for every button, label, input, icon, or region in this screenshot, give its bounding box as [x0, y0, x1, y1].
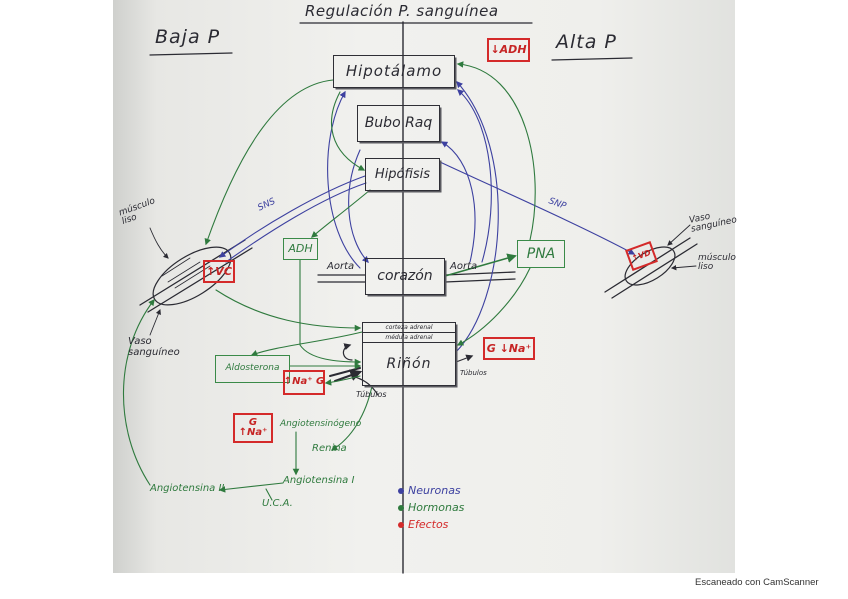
neural-pathway-bulbo-left — [348, 149, 369, 263]
hormonal-pathway-na-loop — [324, 375, 361, 386]
hormonal-pathway-eca — [265, 488, 273, 501]
vessel-right-muscle — [624, 246, 676, 286]
label-aorta-left: Aorta — [327, 261, 355, 272]
hormonal-pathway-pna-kidney — [456, 267, 531, 346]
neural-pathway-snp — [439, 161, 636, 255]
hormone-pna: PNA — [517, 240, 565, 268]
node-kidney-stack: corteza adrenal médula adrenal Riñón — [362, 322, 456, 386]
neural-pathway-sns-return — [225, 182, 367, 263]
hormonal-pathway-vessel-corteza — [215, 289, 362, 332]
effect-na-up-aldosterona: ↑Na⁺ G — [283, 370, 325, 395]
hormonal-pathway-hipof-adh — [310, 189, 371, 238]
node-hipofisis: Hipófisis — [365, 158, 440, 191]
vessel-right-wall — [604, 237, 698, 299]
node-hipotalamo: Hipotálamo — [333, 55, 455, 88]
aorta-right-wall — [444, 271, 516, 283]
hormonal-pathways — [122, 61, 536, 501]
legend-label: Neuronas — [408, 484, 461, 497]
hormone-adh: ADH — [283, 238, 318, 260]
legend-dot-icon — [398, 521, 404, 528]
legend-item-neuronas: Neuronas — [398, 482, 464, 499]
hormone-angiotensina-2: Angiotensina II — [150, 483, 225, 494]
legend-dot-icon — [398, 487, 404, 494]
aorta-left-wall — [317, 274, 366, 283]
tubulos-right-arrow — [455, 354, 474, 363]
label-line: sanguíneo — [128, 346, 180, 358]
hormone-aldosterona: Aldosterona — [215, 355, 290, 383]
hormone-angiotensina-1: Angiotensina I — [283, 475, 355, 486]
neural-pathway-kidney — [455, 81, 499, 353]
hormone-renina: Renina — [312, 443, 347, 454]
neural-pathway-aorta-right — [457, 89, 492, 263]
effect-vasoconstriction: ↑VC — [203, 260, 235, 283]
label-line: liso — [698, 262, 714, 273]
musculo-left-pointer — [149, 227, 169, 259]
vaso-right-pointer — [667, 224, 691, 246]
neural-pathway-sns — [218, 175, 366, 258]
hormonal-pathway-adh-kidney — [299, 259, 362, 366]
label-line: músculo — [698, 253, 736, 263]
kidney-loop — [342, 343, 353, 361]
scanner-watermark: Escaneado con CamScanner — [695, 577, 819, 588]
legend-item-hormonas: Hormonas — [398, 499, 464, 516]
hormonal-pathway-renina — [330, 385, 373, 451]
neural-pathway-aorta-left — [327, 90, 361, 269]
node-medula-adrenal: médula adrenal — [363, 333, 455, 343]
legend-dot-icon — [398, 504, 404, 511]
paper-sheet — [113, 0, 735, 573]
alta-underline — [551, 57, 633, 61]
legend-label: Efectos — [408, 518, 449, 531]
low-pressure-heading: Baja P — [155, 26, 221, 48]
effect-line: ↑Na⁺ — [238, 427, 268, 438]
diagram-title: Regulación P. sanguínea — [305, 2, 499, 20]
effect-na-down: G ↓Na⁺ — [483, 337, 535, 360]
baja-underline — [149, 52, 233, 56]
label-musculo-liso-right: músculo liso — [698, 253, 736, 273]
enzyme-eca: U.C.A. — [262, 498, 293, 509]
legend: Neuronas Hormonas Efectos — [398, 482, 464, 533]
node-corteza-adrenal: corteza adrenal — [363, 323, 455, 333]
node-corazon: corazón — [365, 258, 445, 295]
label-vaso-sanguineo-left: Vaso sanguíneo — [128, 336, 180, 358]
label-line: Vaso — [128, 336, 152, 347]
effect-na-up: G ↑Na⁺ — [233, 413, 273, 443]
vaso-left-pointer — [149, 308, 161, 336]
legend-label: Hormonas — [408, 501, 465, 514]
musculo-right-pointer — [670, 264, 697, 271]
hormonal-pathway-ang2-vessel — [122, 298, 155, 486]
neural-pathways — [218, 81, 636, 353]
hormonal-pathway-hipo-hipof — [331, 91, 366, 171]
label-tubulos-right: Túbulos — [460, 369, 487, 377]
tubulos-arrow — [329, 368, 360, 381]
neural-pathway-bulbo-right — [440, 141, 476, 263]
node-bulbo-raquideo: Bubo Raq — [357, 105, 440, 142]
label-tubulos-left: Túbulos — [356, 390, 387, 399]
legend-item-efectos: Efectos — [398, 516, 464, 533]
hormonal-pathway-corteza-aldo — [250, 331, 363, 357]
hormonal-pathway-ang1-ang2 — [218, 482, 284, 493]
effect-line: G — [248, 416, 258, 428]
hormonal-pathway-pna-hipo — [456, 61, 536, 241]
node-rinon: Riñón — [386, 355, 432, 372]
label-aorta-right: Aorta — [450, 261, 478, 272]
high-pressure-heading: Alta P — [556, 31, 617, 53]
effect-adh-down: ↓ADH — [487, 38, 530, 62]
hormonal-pathway-hipo-vessel — [204, 79, 334, 246]
hormonal-pathway-corazon-pna — [444, 253, 517, 277]
hormone-angiotensinogeno: Angiotensinógeno — [280, 419, 362, 429]
